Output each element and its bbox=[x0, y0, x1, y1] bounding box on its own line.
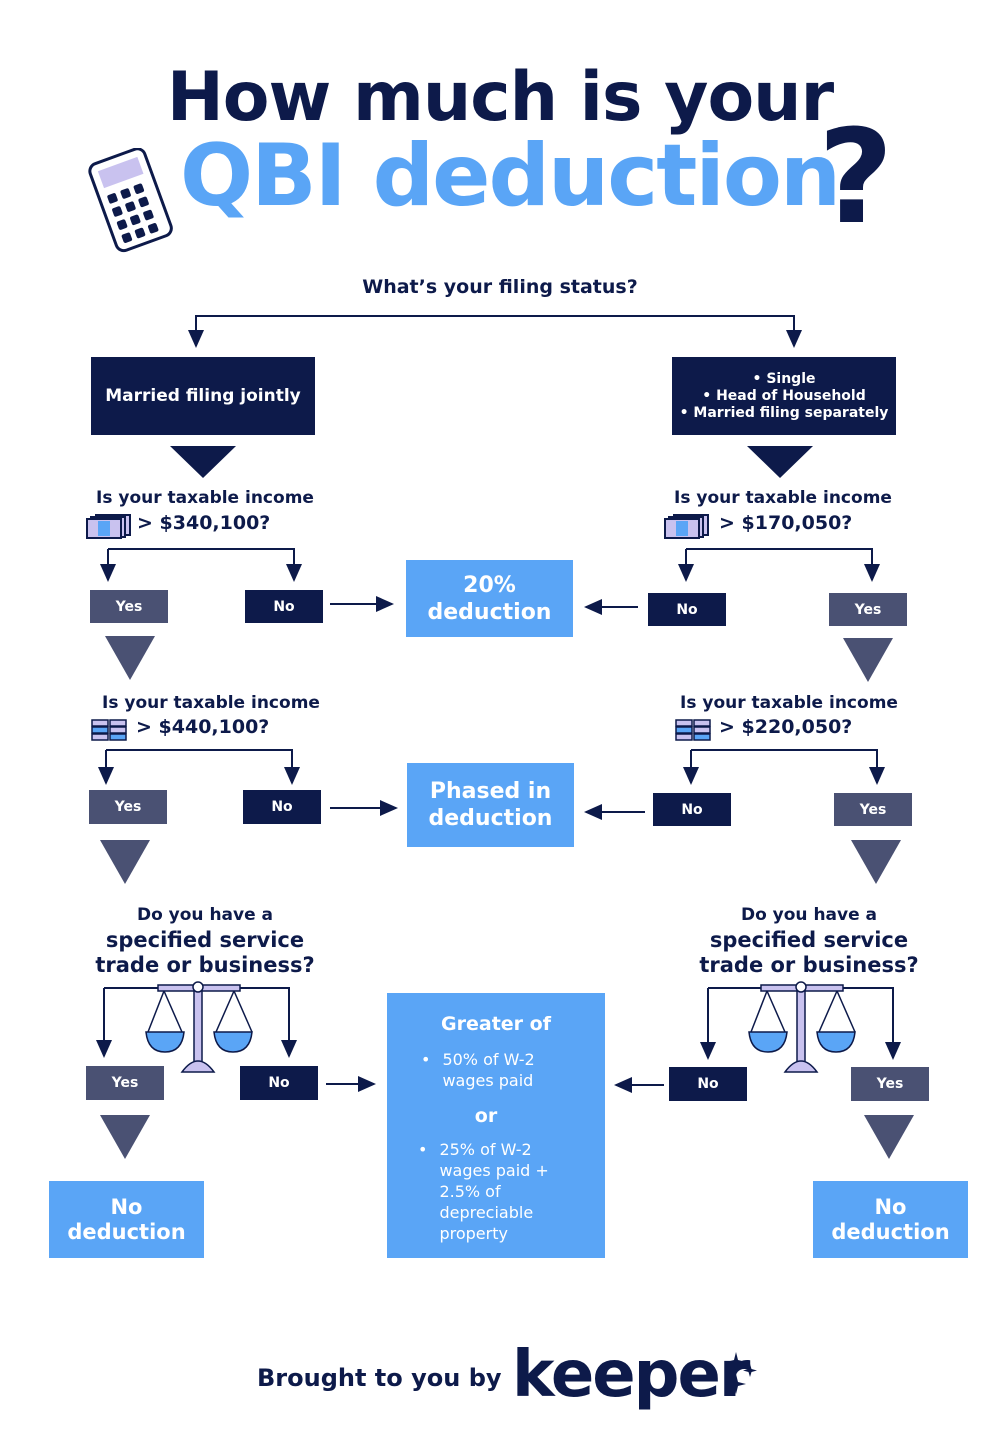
money-stack-icon bbox=[90, 718, 130, 748]
status-single-group: Single Head of Household Married filing … bbox=[672, 357, 896, 435]
right-sstb-question: Do you have a specified service trade or… bbox=[684, 903, 934, 978]
outcome-no-deduction-left: No deduction bbox=[49, 1181, 204, 1258]
right3-no-box: No bbox=[669, 1067, 747, 1101]
down-triangle-left-status bbox=[170, 446, 236, 478]
connector-left2-no bbox=[106, 749, 300, 785]
down-triangle-right3 bbox=[864, 1115, 914, 1159]
left-sstb-line3: trade or business? bbox=[95, 953, 315, 977]
no-deduction-left-line2: deduction bbox=[67, 1219, 186, 1244]
right-income-question-1: Is your taxable income bbox=[674, 488, 892, 508]
no-deduction-right-line2: deduction bbox=[831, 1219, 950, 1244]
left3-yes-box: Yes bbox=[86, 1066, 164, 1100]
left-income-question-2: Is your taxable income bbox=[102, 693, 320, 713]
filing-status-question: What’s your filing status? bbox=[362, 276, 638, 298]
keeper-logo: keeper bbox=[512, 1338, 750, 1412]
right-sstb-line3: trade or business? bbox=[699, 953, 919, 977]
greater-of-or: or bbox=[474, 1105, 498, 1127]
outcome-20pct-deduction: 20% deduction bbox=[406, 560, 573, 637]
right-sstb-line1: Do you have a bbox=[740, 905, 878, 925]
connector-filing-right bbox=[195, 315, 802, 348]
connector-left1-no bbox=[108, 548, 302, 582]
scales-icon bbox=[142, 978, 254, 1080]
outcome-phased-line1: Phased in bbox=[429, 779, 552, 804]
connector-right2-yes bbox=[691, 749, 885, 785]
left-income-threshold-1: > $340,100? bbox=[137, 512, 271, 534]
right-income-threshold-1: > $170,050? bbox=[719, 512, 853, 534]
left2-no-box: No bbox=[243, 790, 321, 824]
greater-of-option1-text: 50% of W-2 wages paid bbox=[442, 1050, 535, 1090]
down-triangle-left2 bbox=[100, 840, 150, 884]
status-head-of-household: Head of Household bbox=[680, 388, 889, 405]
status-married-jointly: Married filing jointly bbox=[91, 357, 315, 435]
title-line-1: How much is your bbox=[166, 58, 834, 137]
left-income-threshold-2: > $440,100? bbox=[136, 716, 270, 738]
title-line-2: QBI deduction bbox=[180, 126, 841, 226]
outcome-no-deduction-right: No deduction bbox=[813, 1181, 968, 1258]
status-married-separately: Married filing separately bbox=[680, 405, 888, 422]
right2-no-box: No bbox=[653, 793, 731, 826]
right-income-question-2: Is your taxable income bbox=[680, 693, 898, 713]
left2-yes-box: Yes bbox=[89, 790, 167, 824]
left-sstb-question: Do you have a specified service trade or… bbox=[80, 903, 330, 978]
left1-no-box: No bbox=[245, 590, 323, 623]
down-triangle-right-status bbox=[747, 446, 813, 478]
right1-yes-box: Yes bbox=[829, 593, 907, 626]
down-triangle-right1 bbox=[843, 638, 893, 682]
left-sstb-line2: specified service bbox=[105, 928, 305, 952]
greater-of-option1: • 50% of W-2 wages paid bbox=[387, 1049, 605, 1091]
right1-no-box: No bbox=[648, 593, 726, 626]
left3-no-box: No bbox=[240, 1066, 318, 1100]
right-income-threshold-2: > $220,050? bbox=[719, 716, 853, 738]
cash-icon bbox=[664, 513, 710, 543]
left1-yes-box: Yes bbox=[90, 590, 168, 623]
no-deduction-left-line1: No bbox=[110, 1194, 143, 1219]
greater-of-option2-text: 25% of W-2 wages paid + 2.5% of deprecia… bbox=[439, 1140, 549, 1243]
right3-yes-box: Yes bbox=[851, 1067, 929, 1101]
right-sstb-line2: specified service bbox=[709, 928, 909, 952]
status-single: Single bbox=[680, 371, 889, 388]
question-mark: ? bbox=[818, 101, 894, 253]
left-sstb-line1: Do you have a bbox=[136, 905, 274, 925]
greater-of-option2: • 25% of W-2 wages paid + 2.5% of deprec… bbox=[387, 1139, 605, 1244]
greater-of-heading: Greater of bbox=[441, 1013, 551, 1035]
outcome-20pct-line2: deduction bbox=[427, 599, 552, 625]
cash-icon bbox=[86, 513, 132, 543]
footer-brought-by: Brought to you by bbox=[257, 1364, 502, 1392]
sparkle-icon bbox=[724, 1350, 760, 1398]
outcome-greater-of: Greater of • 50% of W-2 wages paid or • … bbox=[387, 993, 605, 1258]
scales-icon bbox=[745, 978, 857, 1080]
down-triangle-left1 bbox=[105, 636, 155, 680]
connector-right1-yes bbox=[686, 548, 880, 582]
outcome-phased-line2: deduction bbox=[428, 806, 553, 831]
down-triangle-right2 bbox=[851, 840, 901, 884]
calculator-icon bbox=[80, 147, 180, 258]
money-stack-icon bbox=[674, 718, 714, 748]
outcome-phased-in-deduction: Phased in deduction bbox=[407, 763, 574, 847]
down-triangle-left3 bbox=[100, 1115, 150, 1159]
no-deduction-right-line1: No bbox=[874, 1194, 907, 1219]
left-income-question-1: Is your taxable income bbox=[96, 488, 314, 508]
right2-yes-box: Yes bbox=[834, 793, 912, 826]
outcome-20pct-line1: 20% bbox=[463, 572, 516, 598]
